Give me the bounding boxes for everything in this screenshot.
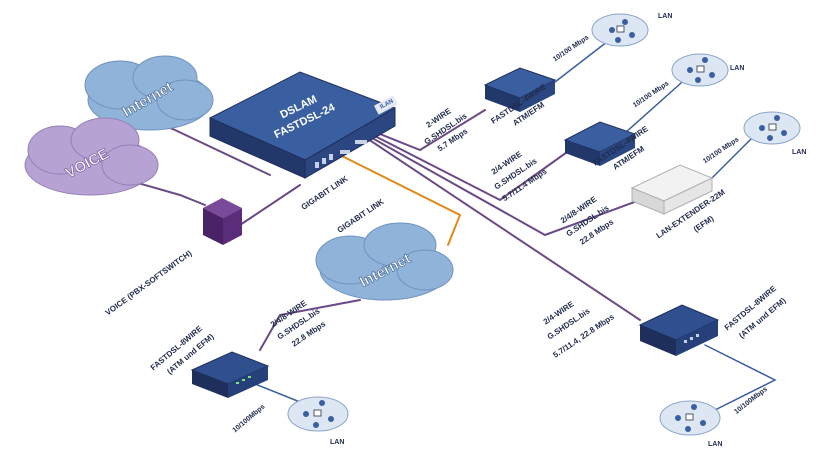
dslam-device: ILAN DSLAM FASTDSL-24 [208, 71, 399, 179]
b5-speed: 10/100Mbps [232, 403, 267, 434]
lan-link-b1 [554, 37, 613, 83]
b4-wire-labels: 2/4-WIRE G.SHDSL.bis 5.7/11.4, 22.8 Mbps [542, 299, 617, 360]
lan-bubble-b5 [287, 396, 349, 432]
b4-lan: LAN [708, 441, 722, 448]
b2-wire-labels: 2/4-WIRE G.SHDSL.bis 5.7/11.4 Mbps [490, 149, 549, 203]
lan-bubble-b1 [591, 13, 649, 47]
pbx-cube [203, 198, 242, 245]
b5-lan: LAN [330, 439, 344, 446]
voice-pbx-label: VOICE (PBX-SOFTSWITCH) [104, 248, 194, 317]
lan-bubble-b2 [671, 53, 729, 87]
device-b3 [630, 164, 714, 215]
lan-bubble-b4 [659, 400, 721, 436]
lan-bubble-b3 [743, 111, 801, 145]
b4-speed: 10/100Mbps [733, 386, 769, 416]
b1-lan: LAN [658, 13, 672, 20]
lan-link-b4 [694, 344, 777, 421]
gigabit-link-1: GIGABIT LINK [300, 174, 350, 212]
b2-lan: LAN [730, 65, 744, 72]
link-pbx-dslam [239, 184, 301, 226]
link-b3 [364, 133, 641, 237]
device-b4 [638, 304, 720, 356]
b5-wire-labels: 2/4/8-WIRE G.SHDSL.bis 22.8 Mbps [269, 298, 328, 348]
device-b2 [563, 121, 637, 166]
b3-device-1: (EFM) [692, 214, 716, 234]
link-b1 [364, 109, 486, 152]
b3-wire-labels: 2/4/8-WIRE G.SHDSL.bis 22.8 Mbps [559, 194, 616, 246]
link-b5 [259, 299, 361, 351]
cloud-internet-top: Internet [84, 55, 214, 131]
b4-device-labels: FASTDSL-8WIRE (ATM und EFM) [723, 284, 788, 341]
cloud-internet-mid: Internet [315, 222, 454, 301]
dslam-logo: ILAN [379, 99, 394, 111]
device-b5 [190, 351, 270, 398]
b1-wire-labels: 2-WIRE G.SHDSL.bis 5.7 Mbps [423, 106, 470, 153]
b2-speed: 10/100 Mbps [632, 80, 671, 109]
b3-lan: LAN [792, 149, 806, 156]
link-b2 [364, 130, 571, 202]
link-gigabit-orange [329, 149, 462, 246]
lan-link-b2 [624, 74, 691, 134]
b3-speed: 10/100 Mbps [702, 136, 741, 165]
dslam-ports [315, 140, 367, 168]
cloud-voice: VOICE [24, 117, 159, 196]
device-b1 [483, 67, 557, 112]
link-b4 [364, 136, 641, 321]
